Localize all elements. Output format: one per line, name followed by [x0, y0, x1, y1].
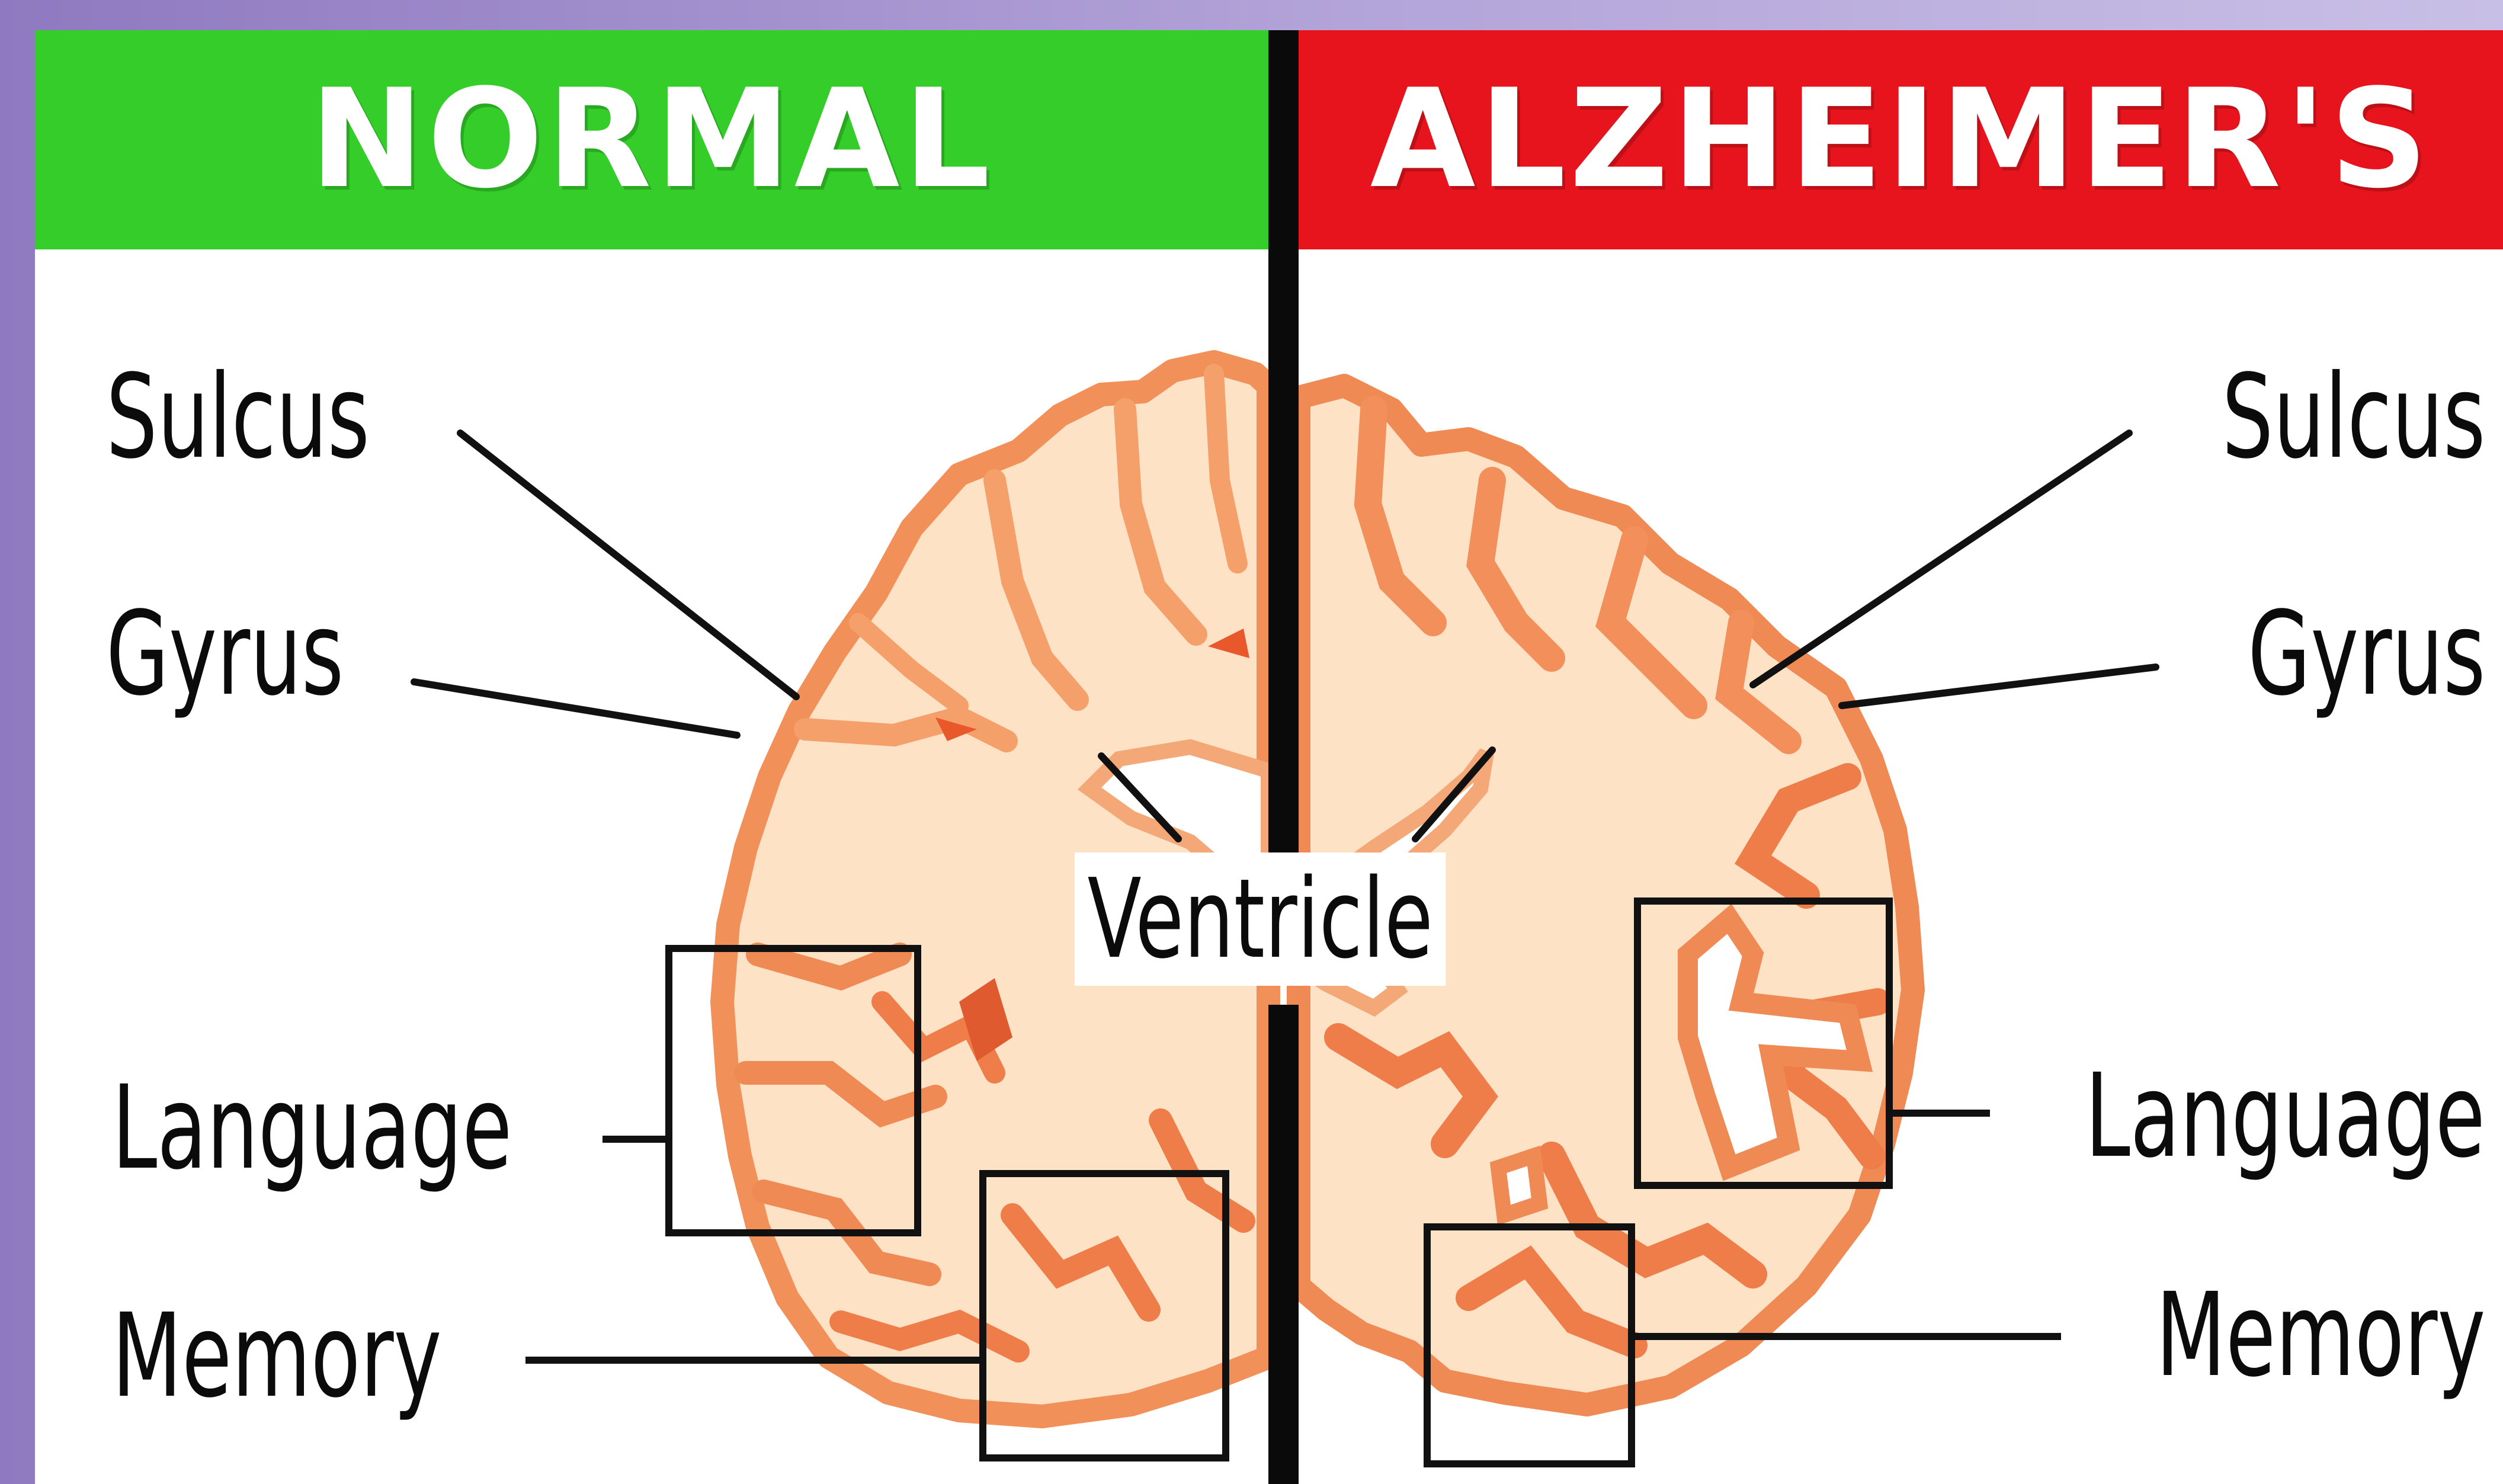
alzheimers-sulcus-leader: [1753, 433, 2129, 685]
normal-language-label: Language: [112, 1070, 512, 1185]
alzheimers-memory-label: Memory: [2156, 1277, 2485, 1393]
center-divider: [1268, 1005, 1299, 1484]
alzheimers-gyrus-label: Gyrus: [2248, 596, 2485, 711]
center-divider: [1268, 30, 1299, 934]
normal-gyrus-leader: [414, 682, 737, 735]
alzheimers-language-label: Language: [2085, 1058, 2485, 1174]
normal-memory-label: Memory: [112, 1298, 441, 1414]
alzheimers-atrophy-gap: [1498, 1156, 1540, 1215]
ventricle-label: Ventricle: [1075, 852, 1446, 986]
alzheimers-gyrus-leader: [1842, 667, 2156, 706]
normal-gyrus-label: Gyrus: [106, 596, 344, 711]
comparison-panel: NORMAL ALZHEIMER'S: [35, 30, 2503, 1484]
alzheimers-sulcus-label: Sulcus: [2222, 359, 2485, 475]
normal-sulcus-leader: [460, 433, 796, 697]
normal-sulcus-label: Sulcus: [106, 359, 370, 475]
